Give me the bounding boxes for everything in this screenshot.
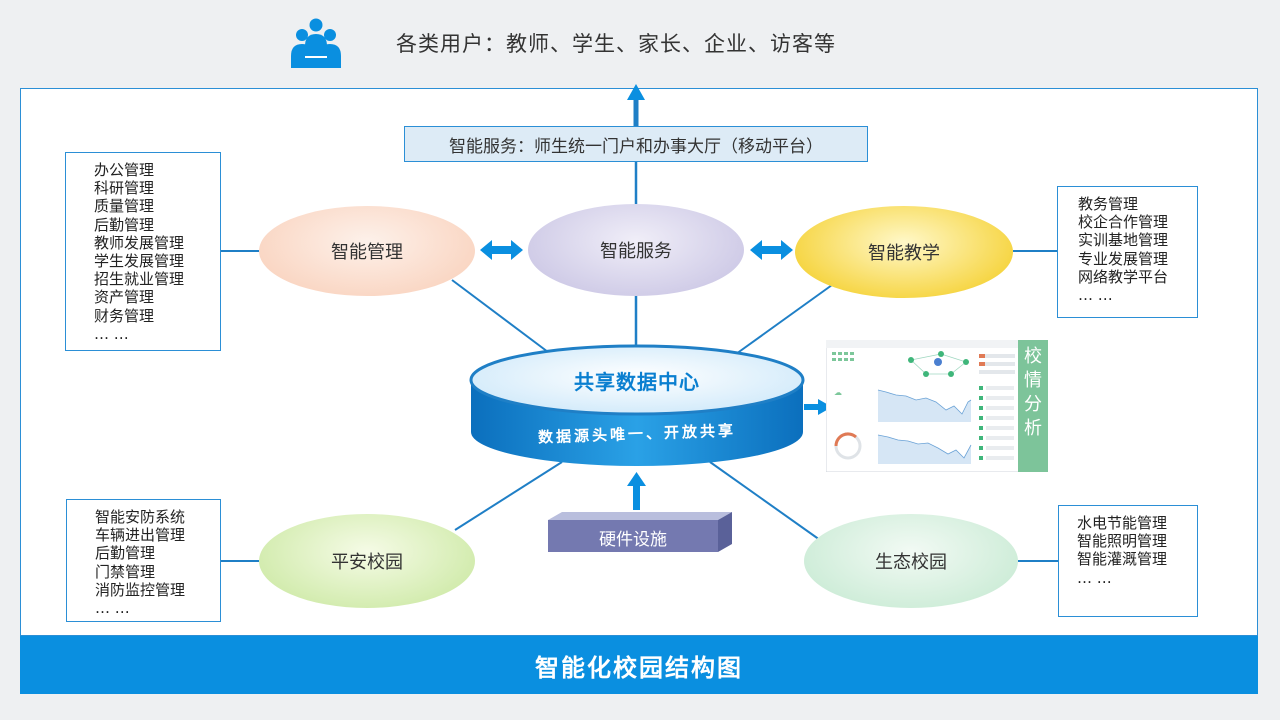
list-item: 学生发展管理 — [94, 252, 185, 271]
hardware-box — [548, 512, 732, 552]
list-item: 质量管理 — [94, 197, 155, 216]
users-title: 各类用户：教师、学生、家长、企业、访客等 — [396, 32, 836, 56]
data-center-title: 共享数据中心 — [574, 370, 700, 394]
hardware-arrow-icon — [627, 472, 646, 486]
up-arrow-icon — [627, 84, 645, 100]
list-item: 实训基地管理 — [1078, 231, 1169, 250]
diagram-title: 智能化校园结构图 — [535, 653, 743, 682]
users-group-icon — [290, 16, 342, 68]
list-eco-campus: 水电节能管理 智能照明管理 智能灌溉管理 … … — [1058, 505, 1198, 617]
list-item: 教务管理 — [1078, 195, 1139, 213]
node-smart-teaching: 智能教学 — [795, 206, 1013, 298]
list-item: 智能灌溉管理 — [1077, 550, 1168, 569]
list-item: … … — [1077, 568, 1112, 587]
list-item: 网络教学平台 — [1078, 267, 1169, 286]
data-center-cylinder — [469, 344, 805, 466]
list-item: 资产管理 — [94, 288, 155, 307]
list-item: 财务管理 — [94, 306, 155, 325]
list-item: 智能安防系统 — [95, 508, 186, 526]
node-smart-management: 智能管理 — [259, 206, 475, 296]
hardware-label: 硬件设施 — [599, 529, 667, 550]
list-item: 科研管理 — [94, 179, 155, 198]
list-item: 消防监控管理 — [95, 580, 186, 599]
campus-analysis-label: 校情分析 — [1018, 345, 1048, 441]
list-item: 后勤管理 — [95, 544, 156, 563]
node-smart-service: 智能服务 — [528, 204, 744, 296]
list-management: 办公管理 科研管理 质量管理 后勤管理 教师发展管理 学生发展管理 招生就业管理… — [65, 152, 221, 351]
analysis-arrow-icon — [818, 399, 832, 415]
list-item: 后勤管理 — [94, 215, 155, 234]
smart-service-portal-bar: 智能服务：师生统一门户和办事大厅（移动平台） — [404, 126, 868, 162]
list-item: 门禁管理 — [95, 562, 156, 581]
campus-analysis-dashboard: ☁ — [826, 340, 1048, 472]
list-item: 车辆进出管理 — [95, 526, 186, 545]
footer-bar: 智能化校园结构图 — [20, 636, 1258, 694]
list-item: … … — [95, 599, 130, 618]
double-arrow-left-icon — [480, 240, 523, 260]
list-item: 办公管理 — [94, 161, 155, 179]
node-safe-campus: 平安校园 — [259, 514, 475, 608]
double-arrow-right-icon — [750, 240, 793, 260]
list-item: 专业发展管理 — [1078, 249, 1169, 268]
list-item: … … — [1078, 286, 1113, 305]
list-item: 智能照明管理 — [1077, 532, 1168, 551]
node-eco-campus: 生态校园 — [804, 514, 1018, 608]
list-item: 招生就业管理 — [94, 270, 185, 289]
list-item: 校企合作管理 — [1078, 213, 1169, 232]
list-item: … … — [94, 324, 129, 343]
svg-text:☁: ☁ — [834, 388, 842, 397]
list-safe-campus: 智能安防系统 车辆进出管理 后勤管理 门禁管理 消防监控管理 … … — [66, 499, 221, 622]
list-teaching: 教务管理 校企合作管理 实训基地管理 专业发展管理 网络教学平台 … … — [1057, 186, 1198, 318]
campus-analysis-text: 校情分析 — [1024, 346, 1042, 439]
list-item: 教师发展管理 — [94, 233, 185, 252]
list-item: 水电节能管理 — [1077, 514, 1168, 532]
